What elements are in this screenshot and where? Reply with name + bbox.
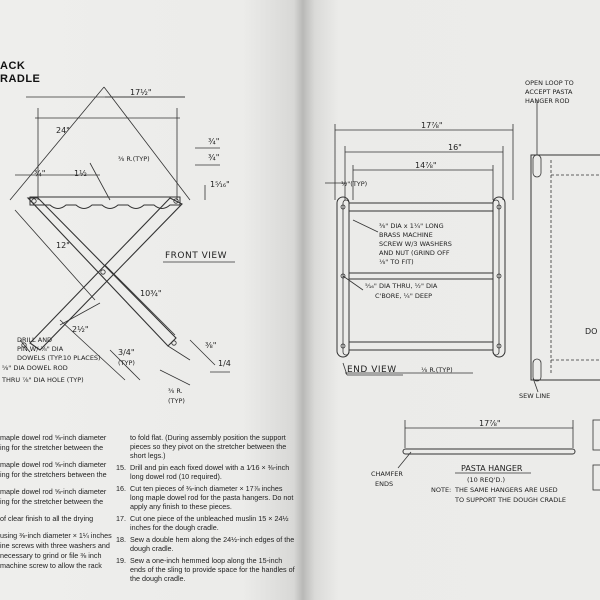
body-line — [0, 507, 114, 513]
drill-note-3: DOWELS (TYP.10 PLACES) — [17, 354, 101, 362]
screw-note-2: BRASS MACHINE — [379, 231, 433, 239]
right-text-column: to fold flat. (During assembly position … — [116, 433, 296, 583]
sew-line-label: SEW LINE — [519, 392, 550, 400]
note-line-1: THE SAME HANGERS ARE USED — [454, 486, 558, 494]
dim-typ-1: (TYP) — [118, 359, 135, 367]
dim-3-8-r: ⅜ R.(TYP) — [118, 155, 150, 163]
chamfer-note-1: CHAMFER — [371, 470, 403, 478]
note-label: NOTE: — [431, 486, 451, 494]
right-page: 17⅞" 16" 14⅞" ½"(TYP) ⅜" DIA x 1¼" LONG … — [303, 0, 600, 600]
screw-note-4: AND NUT (GRIND OFF — [379, 249, 450, 257]
dim-3-4-left: ¾" — [34, 169, 45, 178]
dowel-note-1: ⅝" DIA DOWEL ROD — [2, 364, 68, 372]
drill-note-2: PIN W/ ⅛" DIA — [17, 345, 64, 353]
dim-17-half: 17½" — [130, 88, 152, 97]
pasta-hanger-title: PASTA HANGER — [461, 464, 523, 473]
cradle-partial-label: DO — [585, 327, 597, 336]
step-18: 18. Sew a double hem along the 24½-inch … — [116, 535, 295, 553]
chamfer-note-2: ENDS — [375, 480, 393, 488]
body-line: ine screws with three washers and — [0, 541, 110, 550]
step-15: 15. Drill and pin each fixed dowel with … — [116, 463, 290, 481]
loop-note-1: OPEN LOOP TO — [525, 79, 574, 87]
body-line: maple dowel rod ⅝-inch diameter — [0, 487, 107, 496]
heading-line-1: ACK — [0, 60, 26, 72]
dim-1-half: 1½ — [74, 169, 87, 178]
dim-24: 24" — [56, 126, 70, 135]
dim-1-8-r-typ: ⅛ R.(TYP) — [421, 366, 453, 374]
loop-note-3: HANGER ROD — [525, 97, 570, 105]
front-view-title: FRONT VIEW — [165, 251, 227, 261]
body-line — [0, 524, 114, 530]
pasta-hanger-count: (10 REQ'D.) — [467, 476, 505, 484]
step-17: 17. Cut one piece of the unbleached musl… — [116, 514, 289, 532]
step-continued: to fold flat. (During assembly position … — [130, 433, 287, 460]
dim-3-4-a: ¾" — [208, 137, 219, 146]
loop-note-2: ACCEPT PASTA — [525, 88, 573, 96]
dim-2-half: 2½" — [72, 325, 89, 334]
dim-17-7-8: 17⅞" — [421, 121, 443, 130]
dim-10-3-4: 10¾" — [140, 289, 162, 298]
dim-typ-2: (TYP) — [168, 397, 185, 405]
dim-1-5-16: 1⁵⁄₁₆" — [210, 180, 230, 189]
step-19: 19. Sew a one-inch hemmed loop along the… — [116, 556, 295, 583]
bore-note-2: C'BORE, ¼" DEEP — [375, 292, 432, 300]
dim-3-4-typ: 3/4" — [118, 348, 135, 357]
note-line-2: TO SUPPORT THE DOUGH CRADLE — [454, 496, 566, 504]
dim-14-7-8: 14⅞" — [415, 161, 437, 170]
body-line: maple dowel rod ⅝-inch diameter — [0, 433, 107, 442]
section-heading: ACK RADLE — [0, 60, 40, 86]
body-line: of clear finish to all the drying — [0, 514, 94, 523]
end-view-title: END VIEW — [347, 365, 397, 375]
left-page: ACK RADLE — [0, 0, 303, 600]
body-line: ing for the stretcher between the — [0, 443, 104, 452]
screw-note-5: ⅛" TO FIT) — [379, 258, 414, 266]
step-16: 16. Cut ten pieces of ⅜-inch diameter × … — [116, 484, 294, 511]
bore-note-1: ⁵⁄₁₆" DIA THRU, ½" DIA — [365, 282, 438, 290]
left-text-column: maple dowel rod ⅝-inch diameter ing for … — [0, 433, 114, 571]
end-view-drawing: 17⅞" 16" 14⅞" ½"(TYP) ⅜" DIA x 1¼" LONG … — [325, 79, 600, 504]
body-line — [0, 453, 114, 459]
dim-1-2-typ: ½"(TYP) — [341, 180, 367, 188]
dim-3-4-b: ¾" — [208, 153, 219, 162]
body-line: using ⅜-inch diameter × 1¼ inches — [0, 531, 112, 540]
body-line: ing for the stretcher between the — [0, 497, 104, 506]
body-line: machine screw to allow the rack — [0, 561, 102, 570]
body-line: ing for the stretchers between the — [0, 470, 107, 479]
dowel-note-2: THRU ⅞" DIA HOLE (TYP) — [1, 376, 84, 384]
body-line: maple dowel rod ⅝-inch diameter — [0, 460, 107, 469]
dim-3-8: ⅜" — [205, 341, 216, 350]
dim-12: 12" — [56, 241, 70, 250]
heading-line-2: RADLE — [0, 73, 41, 85]
body-line: necessary to grind or file ⅜ inch — [0, 551, 102, 560]
drill-note-1: DRILL AND — [17, 336, 52, 344]
dim-1-4: 1/4 — [218, 359, 231, 368]
hanger-dim: 17⅞" — [479, 419, 501, 428]
screw-note-1: ⅜" DIA x 1¼" LONG — [379, 222, 444, 230]
screw-note-3: SCREW W/3 WASHERS — [379, 240, 452, 248]
dim-16: 16" — [448, 143, 462, 152]
dim-3-8-r-b: ⅜ R. — [168, 387, 183, 395]
body-line — [0, 480, 114, 486]
front-view-drawing: 17½" 24" ¾" ⅜ R.(TYP) ¾" ¾" 1½ 1⁵⁄₁₆" FR… — [1, 86, 235, 405]
